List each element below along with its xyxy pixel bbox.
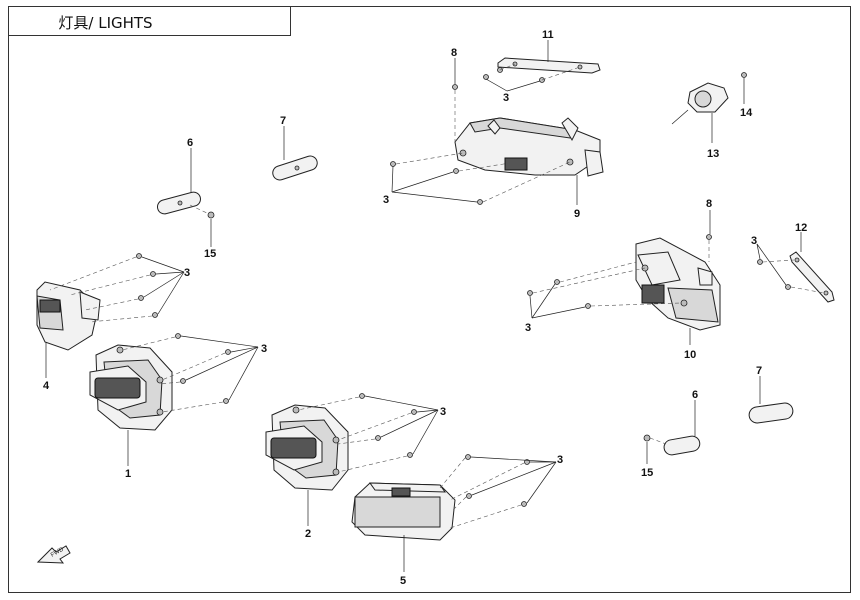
callout-3-a: 3 <box>184 267 190 279</box>
part-4-bolts <box>136 253 158 318</box>
callout-7-a: 7 <box>280 115 286 127</box>
callout-8-b: 8 <box>706 198 712 210</box>
title-box: 灯具/ LIGHTS <box>8 6 291 36</box>
diagram-border <box>8 6 851 593</box>
part-4-small-lamp <box>36 281 101 351</box>
part-12-side-bar <box>789 251 835 303</box>
callout-3-f: 3 <box>383 194 389 206</box>
part-7-reflector-upper <box>272 155 318 181</box>
part-6-reflector-upper <box>157 191 201 215</box>
forward-arrow-icon: FWD <box>36 545 71 564</box>
part-15-nut-upper <box>207 211 215 219</box>
callout-2: 2 <box>305 528 311 540</box>
callout-3-h: 3 <box>751 235 757 247</box>
diagram-title: 灯具/ LIGHTS <box>58 14 153 32</box>
part-7-reflector-lower <box>748 402 794 424</box>
callout-15-a: 15 <box>204 248 216 260</box>
callout-1: 1 <box>125 468 131 480</box>
callout-7-b: 7 <box>756 365 762 377</box>
part-15-nut-lower <box>643 434 651 442</box>
callout-4: 4 <box>43 380 50 392</box>
part-5-light-bar <box>351 482 456 541</box>
part-1-bolts <box>175 333 231 404</box>
callout-3-d: 3 <box>557 454 563 466</box>
callout-14: 14 <box>740 107 753 119</box>
part-10-lower-housing <box>635 237 721 331</box>
part-2-bolts <box>359 393 417 458</box>
callout-6-b: 6 <box>692 389 698 401</box>
part-5-bolts <box>465 454 530 507</box>
callout-9: 9 <box>574 208 580 220</box>
callout-3-g: 3 <box>525 322 531 334</box>
callout-10: 10 <box>684 349 696 361</box>
part-2-headlamp-right <box>265 404 349 491</box>
part-12-bolt-a <box>757 259 763 265</box>
part-11-bracket-bar <box>497 57 601 74</box>
callout-12: 12 <box>795 222 807 234</box>
callout-11: 11 <box>542 29 554 41</box>
callout-8-a: 8 <box>451 47 457 59</box>
part-10-bolts <box>527 234 712 309</box>
callout-15-b: 15 <box>641 467 653 479</box>
part-14-screw <box>741 72 747 78</box>
part-6-reflector-lower <box>663 435 701 456</box>
part-9-upper-housing <box>454 117 604 177</box>
callout-3-c: 3 <box>440 406 446 418</box>
callout-6-a: 6 <box>187 137 193 149</box>
callout-13: 13 <box>707 148 719 160</box>
callout-3-b: 3 <box>261 343 267 355</box>
part-1-headlamp-left <box>89 344 173 431</box>
callout-5: 5 <box>400 575 406 587</box>
part-12-bolt-b <box>785 284 791 290</box>
part-13-side-lamp <box>671 82 729 125</box>
callout-3-e: 3 <box>503 92 509 104</box>
